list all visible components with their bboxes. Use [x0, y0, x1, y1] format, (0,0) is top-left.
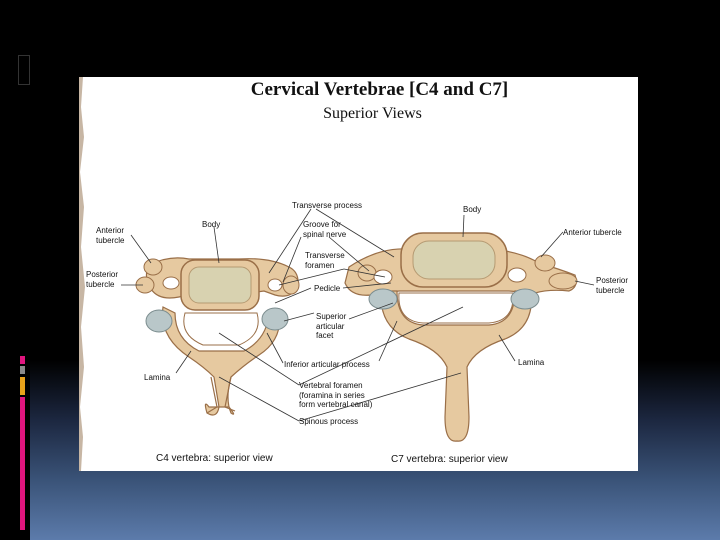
vertebrae-figure: Cervical Vertebrae [C4 and C7] Superior …: [79, 77, 638, 471]
figure-title: Cervical Vertebrae [C4 and C7]: [79, 79, 638, 101]
c7-anterior-tubercle: [535, 255, 555, 271]
accent-bar-orange: [20, 377, 25, 395]
caption-c7: C7 vertebra: superior view: [391, 454, 508, 465]
c7-vertebral-foramen: [399, 293, 513, 323]
figure-subtitle: Superior Views: [79, 105, 638, 123]
caption-c4: C4 vertebra: superior view: [156, 453, 273, 464]
label-pedicle: Pedicle: [314, 284, 340, 294]
c4-anterior-tubercle: [144, 259, 162, 275]
c4-vertebra: [136, 258, 299, 415]
label-anterior-tubercle-c7: Anterior tubercle: [563, 228, 622, 238]
label-inferior-articular-process: Inferior articular process: [284, 360, 370, 370]
label-body-c7: Body: [463, 205, 481, 215]
c7-facet-left: [369, 289, 397, 309]
label-transverse-process: Transverse process: [292, 201, 362, 211]
c7-facet-right: [511, 289, 539, 309]
c4-facet-left: [146, 310, 172, 332]
accent-bar-pink-bottom: [20, 397, 25, 530]
c7-vertebra: [345, 233, 577, 441]
torn-edge: [79, 77, 85, 471]
accent-bar-pink-top: [20, 356, 25, 364]
vertebrae-illustration: [79, 77, 638, 471]
label-body-c4: Body: [202, 220, 220, 230]
c4-facet-right: [262, 308, 288, 330]
c4-vertebral-foramen: [184, 313, 258, 345]
c4-body-cancellous: [189, 267, 251, 303]
slide-corner-mark: [18, 55, 30, 85]
label-lamina-c4: Lamina: [144, 373, 170, 383]
label-spinous-process: Spinous process: [299, 417, 358, 427]
accent-bar-gray: [20, 366, 25, 374]
label-lamina-c7: Lamina: [518, 358, 544, 368]
c7-posterior-tubercle: [549, 273, 577, 289]
c7-body-cancellous: [413, 241, 495, 279]
